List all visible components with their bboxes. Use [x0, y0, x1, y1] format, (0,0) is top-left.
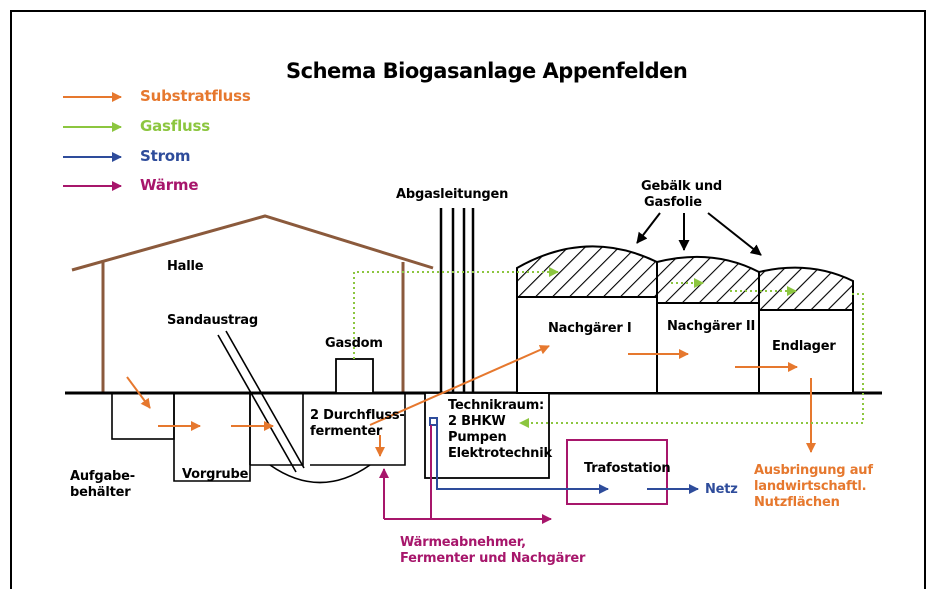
- trafostation-label: Trafostation: [584, 461, 671, 476]
- heat-flow-arrows: [379, 425, 552, 524]
- ausbringung-label-line3: Nutzflächen: [754, 495, 840, 510]
- durchfluss-label-line1: 2 Durchfluss-: [310, 408, 405, 423]
- technikraum-label-line3: Pumpen: [448, 430, 507, 445]
- underground-tanks: [111, 392, 406, 484]
- trafostation-box: [566, 439, 668, 505]
- nachgaerer-1-tank: [516, 245, 658, 394]
- legend-power-label: Strom: [140, 147, 191, 165]
- technikraum-label-line4: Elektrotechnik: [448, 446, 552, 461]
- sandaustrag-chute: [217, 330, 305, 473]
- abgasleitungen-label: Abgasleitungen: [396, 187, 509, 202]
- legend-gas-label: Gasfluss: [140, 117, 210, 135]
- diagram-frame: [10, 10, 926, 589]
- nachgaerer-1-label: Nachgärer I: [548, 321, 632, 336]
- endlager-label: Endlager: [772, 339, 836, 354]
- netz-label: Netz: [705, 482, 738, 497]
- legend-arrows: [63, 92, 122, 191]
- abgasleitungen-pipes: [439, 208, 475, 412]
- nachgaerer-2-label: Nachgärer II: [667, 319, 756, 334]
- waermeabnehmer-label-line1: Wärmeabnehmer,: [400, 535, 526, 550]
- gebaelk-pointers: [636, 212, 762, 256]
- waermeabnehmer-label-line2: Fermenter und Nachgärer: [400, 551, 586, 566]
- halle-building: [71, 214, 434, 393]
- sandaustrag-label: Sandaustrag: [167, 313, 258, 328]
- technikraum-label-line1: Technikraum:: [448, 398, 545, 413]
- halle-label: Halle: [167, 259, 204, 274]
- substrate-flow-arrows: [126, 345, 816, 457]
- gasdom-label: Gasdom: [325, 336, 383, 351]
- technikraum-box: [424, 392, 550, 479]
- aufgabebehaelter-label-line1: Aufgabe-: [70, 469, 135, 484]
- gasdom-box: [335, 358, 374, 394]
- endlager-tank: [758, 266, 854, 394]
- durchfluss-label-line2: fermenter: [310, 424, 383, 439]
- legend-heat-label: Wärme: [140, 176, 199, 194]
- vorgrube-label: Vorgrube: [182, 467, 249, 482]
- nachgaerer-2-tank: [656, 255, 760, 394]
- ausbringung-label-line2: landwirtschaftl.: [754, 479, 867, 494]
- legend-substrate-label: Substratfluss: [140, 87, 251, 105]
- aufgabebehaelter-label-line2: behälter: [70, 485, 131, 500]
- gebaelk-label-line2: Gasfolie: [644, 195, 702, 210]
- power-flow-arrows: [429, 417, 699, 494]
- gebaelk-label-line1: Gebälk und: [641, 179, 723, 194]
- diagram-title: Schema Biogasanlage Appenfelden: [286, 59, 688, 83]
- ausbringung-label-line1: Ausbringung auf: [754, 463, 873, 478]
- gas-flow-arrows: [353, 267, 864, 428]
- technikraum-label-line2: 2 BHKW: [448, 414, 506, 429]
